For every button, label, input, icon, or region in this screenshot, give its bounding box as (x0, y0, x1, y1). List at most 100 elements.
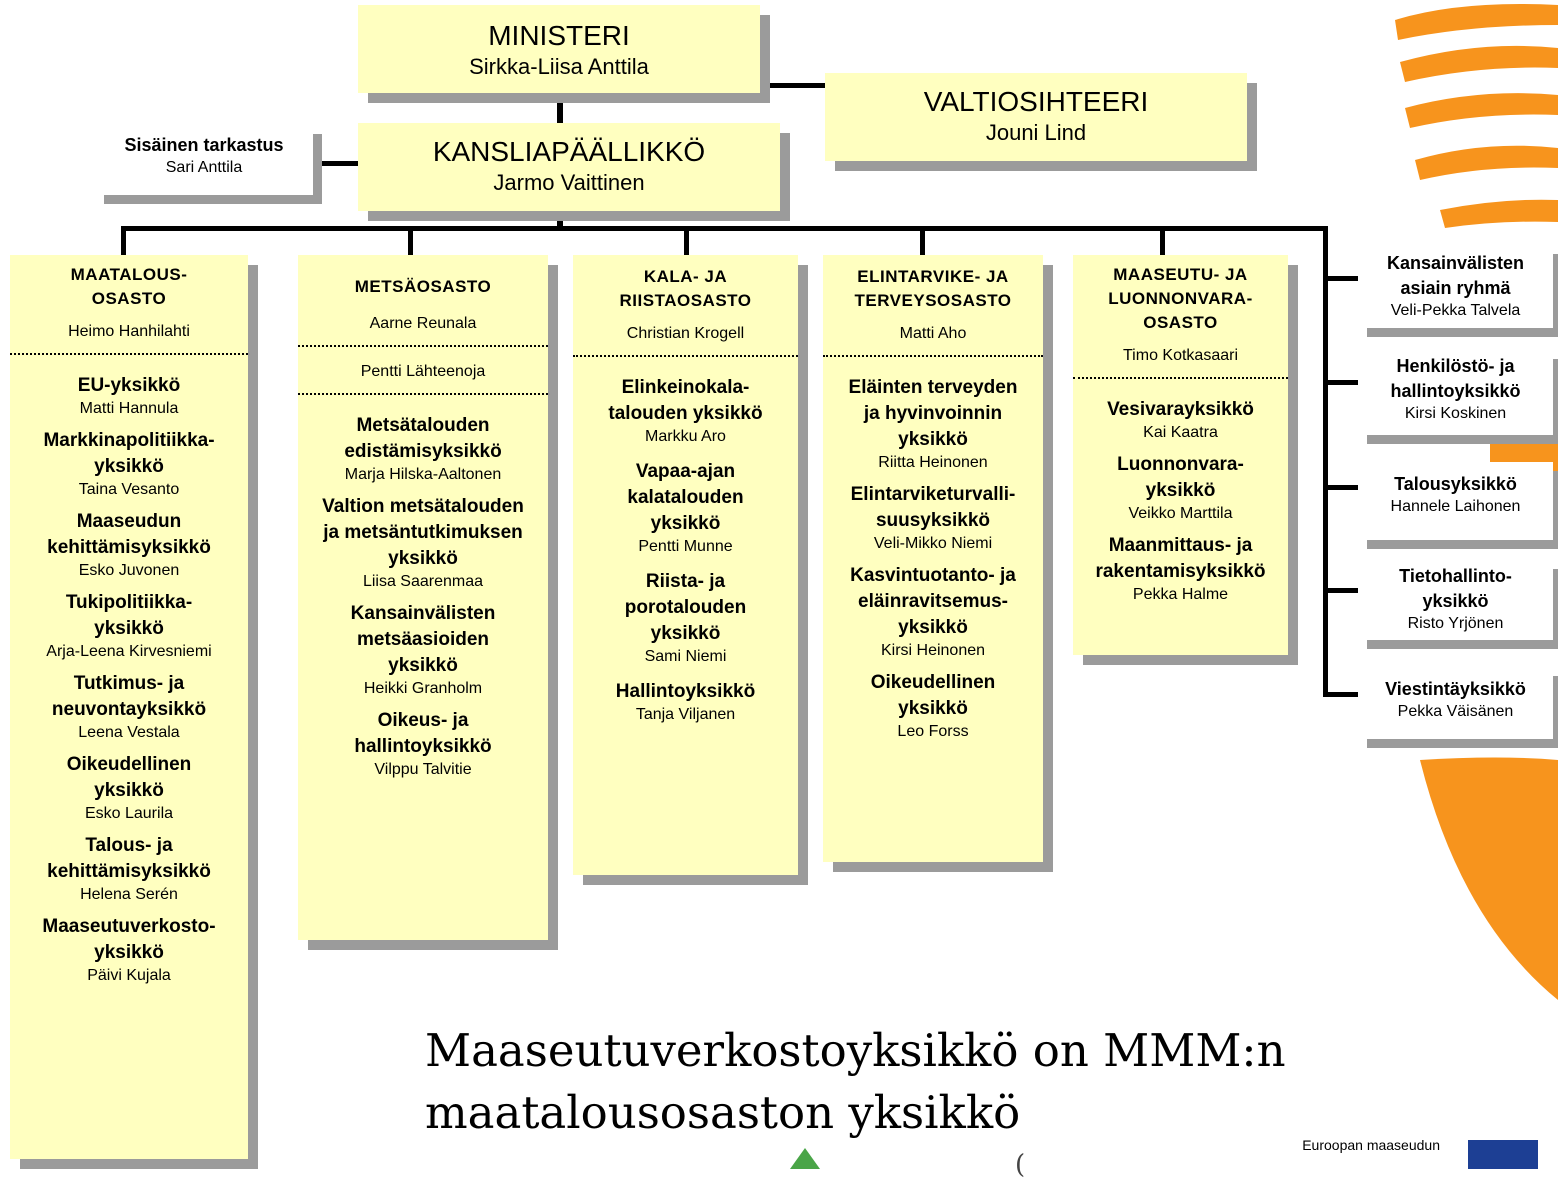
connector-drop-1 (121, 226, 126, 256)
department-title: KALA- JA RIISTAOSASTO (619, 267, 752, 310)
chancellery-head-name: Jarmo Vaittinen (493, 170, 645, 195)
connector-side-vertical (1323, 226, 1328, 696)
unit-name: Kasvintuotanto- ja eläinravitsemus- yksi… (850, 565, 1016, 638)
unit-name: Oikeudellinen yksikkö (870, 672, 996, 719)
unit-name: Markkinapolitiikka- yksikkö (43, 430, 215, 477)
state-secretary-title: VALTIOSIHTEERI (923, 86, 1149, 117)
department-head: Christian Krogell (626, 325, 745, 342)
unit-person: Marja Hilska-Aaltonen (344, 466, 502, 483)
unit-person: Pekka Halme (1132, 586, 1229, 603)
internal-audit-box: Sisäinen tarkastus Sari Anttila (95, 125, 313, 195)
caption-line-2: maatalousosaston yksikkö (425, 1086, 1021, 1139)
connector-horizontal-bus (121, 226, 1328, 231)
department-head: Timo Kotkasaari (1123, 347, 1238, 364)
unit-name: Oikeudellinen yksikkö (66, 754, 192, 801)
unit-person: Taina Vesanto (78, 481, 180, 498)
minister-name: Sirkka-Liisa Anttila (469, 54, 649, 79)
connector-drop-5 (1160, 226, 1165, 256)
unit-person: Kai Kaatra (1143, 424, 1218, 441)
internal-audit-name: Sari Anttila (165, 159, 243, 176)
unit-item: Eläinten terveyden ja hyvinvoinnin yksik… (823, 375, 1043, 473)
state-secretary-name: Jouni Lind (985, 120, 1087, 145)
dotted-divider (298, 393, 548, 395)
dotted-divider (573, 355, 798, 357)
unit-person: Arja-Leena Kirvesniemi (46, 643, 212, 660)
dotted-divider (1073, 377, 1288, 379)
unit-name: Riista- ja porotalouden yksikkö (624, 571, 747, 644)
unit-name: Elintarviketurvalli- suusyksikkö (850, 484, 1016, 531)
dotted-divider (10, 353, 248, 355)
connector-chancellery-down (557, 210, 563, 228)
chancellery-head-box: KANSLIAPÄÄLLIKKÖ Jarmo Vaittinen (358, 123, 780, 211)
unit-person: Päivi Kujala (87, 967, 171, 984)
unit-name: Valtion metsätalouden ja metsäntutkimuks… (322, 496, 524, 569)
side-unit-person: Veli-Pekka Talvela (1390, 302, 1521, 319)
dotted-divider (298, 345, 548, 347)
state-secretary-box: VALTIOSIHTEERI Jouni Lind (825, 73, 1247, 161)
connector-side-4 (1323, 588, 1358, 593)
unit-person: Liisa Saarenmaa (362, 573, 484, 590)
caption: Maaseutuverkostoyksikkö on MMM:n maatalo… (425, 1020, 1325, 1144)
unit-person: Leena Vestala (78, 724, 180, 741)
side-unit-name: Henkilöstö- ja hallintoyksikkö (1390, 356, 1521, 401)
unit-name: Metsätalouden edistämisyksikkö (344, 415, 502, 462)
unit-person: Tanja Viljanen (635, 706, 736, 723)
unit-item: Valtion metsätalouden ja metsäntutkimuks… (298, 494, 548, 592)
unit-person: Kirsi Heinonen (880, 642, 986, 659)
unit-name: Maaseudun kehittämisyksikkö (47, 511, 211, 558)
department-title: MAATALOUS- OSASTO (70, 265, 188, 308)
unit-name: Maanmittaus- ja rakentamisyksikkö (1095, 535, 1266, 582)
unit-name: Talous- ja kehittämisyksikkö (47, 835, 211, 882)
department-head: Matti Aho (899, 325, 967, 342)
department-title: ELINTARVIKE- JA TERVEYSOSASTO (854, 267, 1012, 310)
connector-minister-secretary (760, 83, 825, 88)
department-head: Aarne Reunala (369, 315, 477, 332)
connector-side-3 (1323, 485, 1358, 490)
eu-fund-text: Euroopan maaseudun (1302, 1137, 1440, 1153)
unit-name: Maaseutuverkosto- yksikkö (42, 916, 216, 963)
side-unit-name: Tietohallinto- yksikkö (1399, 566, 1512, 611)
unit-name: EU-yksikkö (77, 375, 181, 396)
side-unit-name: Talousyksikkö (1394, 474, 1517, 494)
connector-minister-chancellery (557, 95, 563, 130)
connector-audit (318, 161, 358, 166)
unit-person: Markku Aro (645, 428, 726, 445)
connector-side-1 (1323, 276, 1358, 281)
connector-drop-4 (920, 226, 925, 256)
unit-person: Pentti Munne (638, 538, 733, 555)
side-unit-name: Viestintäyksikkö (1385, 679, 1526, 699)
unit-person: Sami Niemi (644, 648, 727, 665)
minister-box: MINISTERI Sirkka-Liisa Anttila (358, 5, 760, 93)
side-unit-person: Kirsi Koskinen (1404, 405, 1507, 422)
side-unit-person: Hannele Laihonen (1390, 498, 1521, 515)
unit-item: Kasvintuotanto- ja eläinravitsemus- yksi… (823, 563, 1043, 661)
logo-fragment: ( (1015, 1150, 1026, 1180)
unit-name: Oikeus- ja hallintoyksikkö (354, 710, 492, 757)
unit-name: Tutkimus- ja neuvontayksikkö (51, 673, 207, 720)
leaf-logo-icon (790, 1148, 820, 1169)
minister-title: MINISTERI (488, 20, 630, 51)
side-unit-person: Pekka Väisänen (1397, 703, 1514, 720)
eu-flag-icon (1468, 1140, 1538, 1169)
